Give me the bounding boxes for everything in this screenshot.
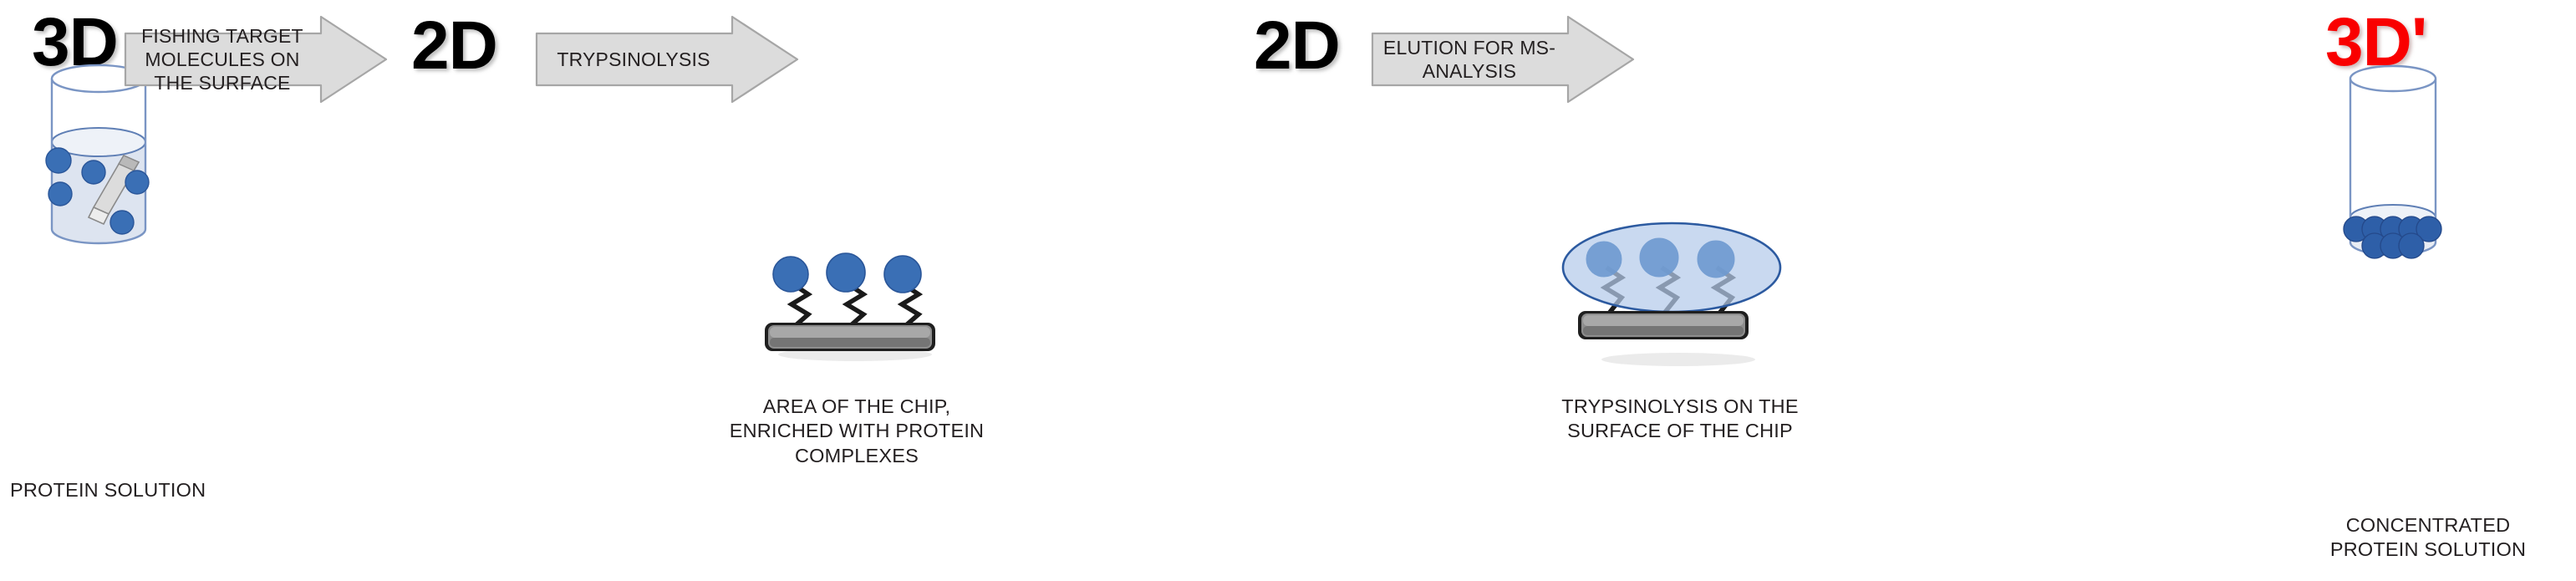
caption-trypsinolysis-surface: TRYPSINOLYSIS ON THE SURFACE OF THE CHIP: [1561, 395, 1799, 442]
arrow-trypsinolysis: TRYPSINOLYSIS: [535, 15, 799, 104]
arrow-fishing-target: FISHING TARGET MOLECULES ON THE SURFACE: [124, 15, 388, 104]
caption-concentrated-protein-solution: CONCENTRATED PROTEIN SOLUTION: [2329, 514, 2527, 561]
chip-enriched-with-proteins: [756, 251, 949, 368]
stage-label-3d-prime: 3D': [2325, 4, 2427, 80]
caption-chip-enriched: AREA OF THE CHIP, ENRICHED WITH PROTEIN …: [729, 395, 985, 466]
chip-in-solution: [87, 154, 140, 226]
arrow-elution-for-ms: ELUTION FOR MS- ANALYSIS: [1371, 15, 1635, 104]
chip-slab: [1578, 311, 1749, 339]
tube-protein-solution: [40, 64, 157, 245]
protein-particles: [772, 252, 922, 293]
tube-concentrated-protein-solution: [2339, 64, 2447, 259]
stage-label-2d-second: 2D: [1254, 8, 1341, 84]
chip-slab: [765, 323, 935, 351]
chip-trypsinolysis-on-surface: [1555, 216, 1805, 366]
stage-label-2d-first: 2D: [411, 8, 498, 84]
protein-particles: [2343, 216, 2442, 259]
protein-particles: [1586, 237, 1735, 278]
caption-protein-solution: PROTEIN SOLUTION: [10, 479, 206, 501]
protein-particles: [45, 147, 150, 235]
